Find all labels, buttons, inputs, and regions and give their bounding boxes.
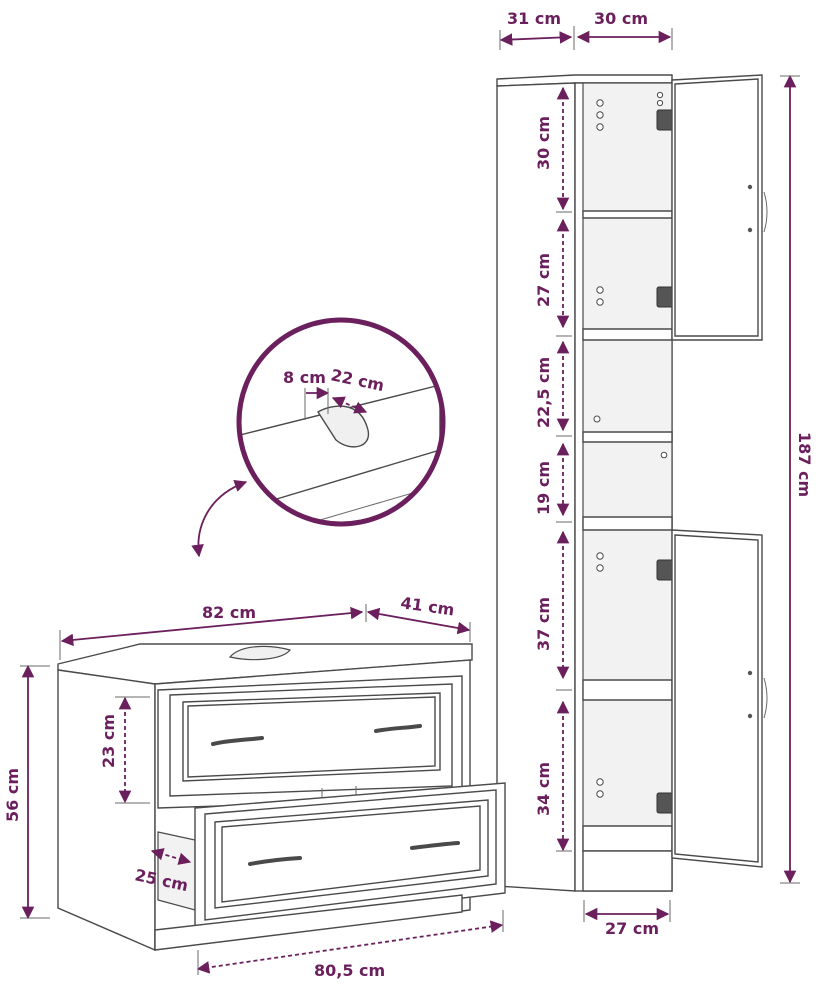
- dim-drawer-height: 23 cm: [99, 714, 118, 768]
- vanity-dimensions: [20, 604, 504, 975]
- dim-tall-inner-width: 27 cm: [605, 919, 659, 938]
- dim-vanity-height: 56 cm: [3, 768, 22, 822]
- dim-shelf-5: 37 cm: [534, 597, 553, 651]
- dim-shelf-2: 27 cm: [534, 253, 553, 307]
- dim-shelf-3: 22,5 cm: [534, 357, 553, 428]
- dim-vanity-inner-width: 80,5 cm: [314, 961, 385, 980]
- dim-tall-depth: 31 cm: [507, 9, 561, 28]
- dim-shelf-1: 30 cm: [534, 116, 553, 170]
- dim-tall-width: 30 cm: [594, 9, 648, 28]
- tall-cabinet-dimensions: [499, 26, 800, 922]
- dim-shelf-6: 34 cm: [534, 762, 553, 816]
- dim-cutout-width: 8 cm: [283, 368, 326, 387]
- vanity-unit: [57, 643, 506, 952]
- curved-double-arrow-icon: [191, 479, 248, 558]
- dim-vanity-depth: 41 cm: [399, 593, 455, 619]
- dim-tall-height: 187 cm: [795, 432, 814, 497]
- dim-vanity-width: 82 cm: [202, 603, 256, 622]
- dim-shelf-4: 19 cm: [534, 461, 553, 515]
- magnifier-circle-icon: [236, 317, 446, 527]
- tall-cabinet: [496, 74, 768, 892]
